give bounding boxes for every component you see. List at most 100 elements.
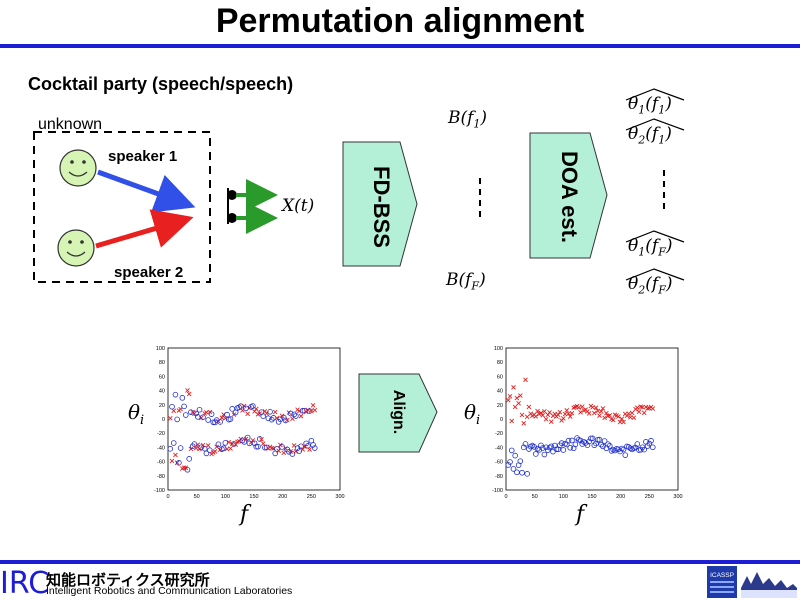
y-tick-label: 40 [159,389,165,395]
red-x-marker [540,412,546,418]
red-x-marker [288,449,294,454]
y-tick-label: 100 [494,346,503,352]
blue-circle-marker [567,444,574,451]
red-x-marker [186,391,192,397]
red-x-marker [169,458,175,464]
red-x-marker [228,446,233,451]
blue-circle-marker [646,440,653,447]
red-x-marker [567,414,573,419]
red-x-marker [610,417,616,423]
red-x-marker [512,404,518,410]
blue-circle-marker [201,445,208,452]
red-x-marker [307,447,312,452]
red-x-marker [631,415,637,420]
red-x-marker [284,417,290,423]
blue-circle-marker [253,443,260,450]
blue-circle-marker [601,438,608,444]
red-x-marker [229,441,235,447]
red-x-marker [509,418,515,424]
red-x-marker [269,445,275,451]
red-x-marker [250,438,256,443]
red-x-marker [505,397,511,403]
blue-circle-marker [270,415,277,421]
red-x-marker [281,450,287,456]
red-x-marker [602,415,607,421]
y-tick-label: 60 [497,374,503,380]
blue-circle-marker [533,451,539,457]
plot-left-ylabel: θi [128,400,145,428]
badge-text: ICASSP [710,572,734,579]
red-x-marker [521,420,527,426]
y-tick-label: 100 [156,346,165,352]
blue-circle-marker [548,443,555,450]
red-x-marker [535,408,540,414]
footer-divider [0,560,800,564]
blue-circle-marker [170,440,177,446]
red-x-marker [226,439,232,445]
blue-circle-marker [186,456,193,462]
blue-circle-marker [553,446,560,453]
blue-circle-marker [287,410,294,417]
blue-circle-marker [620,446,627,453]
red-x-marker [173,452,178,458]
blue-circle-marker [177,445,184,451]
mix-label: X(t) [282,196,315,216]
red-x-marker [604,410,609,416]
red-x-marker [171,408,177,414]
red-x-marker [233,442,238,447]
blue-circle-marker [281,414,287,421]
blue-circle-marker [588,435,594,442]
red-x-marker [523,377,528,383]
y-tick-label: 60 [159,374,165,380]
red-x-marker [167,415,173,421]
blue-circle-marker [505,462,512,468]
red-x-marker [518,393,523,398]
y-tick-label: 80 [497,360,503,366]
plot-left-xlabel: f [240,502,249,527]
red-x-marker [188,446,194,452]
blue-circle-marker [196,406,203,413]
blue-circle-marker [293,413,299,419]
blue-circle-marker [244,434,251,441]
blue-circle-marker [508,447,515,454]
blue-circle-marker [598,441,604,448]
blue-circle-marker [274,446,280,452]
red-x-marker [310,403,316,408]
blue-circle-marker [241,439,248,445]
y-tick-label: -20 [157,431,165,437]
red-x-marker [516,400,521,406]
red-x-marker [241,403,247,409]
theta1-f1-label: θ1(f1) [628,94,672,117]
title-divider [0,44,800,48]
red-x-marker [216,419,221,424]
blue-circle-marker [543,444,549,451]
red-x-marker [598,409,604,414]
x-tick-label: 100 [559,494,568,500]
red-x-marker [621,419,626,425]
speaker2-arrow [95,209,194,249]
red-x-marker [561,416,566,421]
red-x-marker [645,406,650,411]
blue-circle-marker [251,440,258,447]
red-x-marker [636,409,642,415]
blue-circle-marker [512,452,518,459]
red-x-marker [253,406,259,412]
x-tick-label: 50 [532,494,538,500]
blue-circle-marker [522,441,529,447]
blue-circle-marker [169,403,175,410]
red-x-marker [616,414,621,419]
y-tick-label: 80 [159,360,165,366]
blue-circle-marker [311,445,318,451]
plot-frame [167,347,341,491]
blue-circle-marker [215,441,222,448]
red-x-marker [526,404,532,410]
blue-circle-marker [634,441,641,447]
blue-circle-marker [310,442,316,448]
fd-bss-block [342,141,418,267]
y-tick-label: 20 [497,403,503,409]
x-tick-label: 300 [335,494,344,500]
red-x-marker [272,409,278,415]
x-tick-label: 200 [616,494,625,500]
red-x-marker [557,409,563,415]
